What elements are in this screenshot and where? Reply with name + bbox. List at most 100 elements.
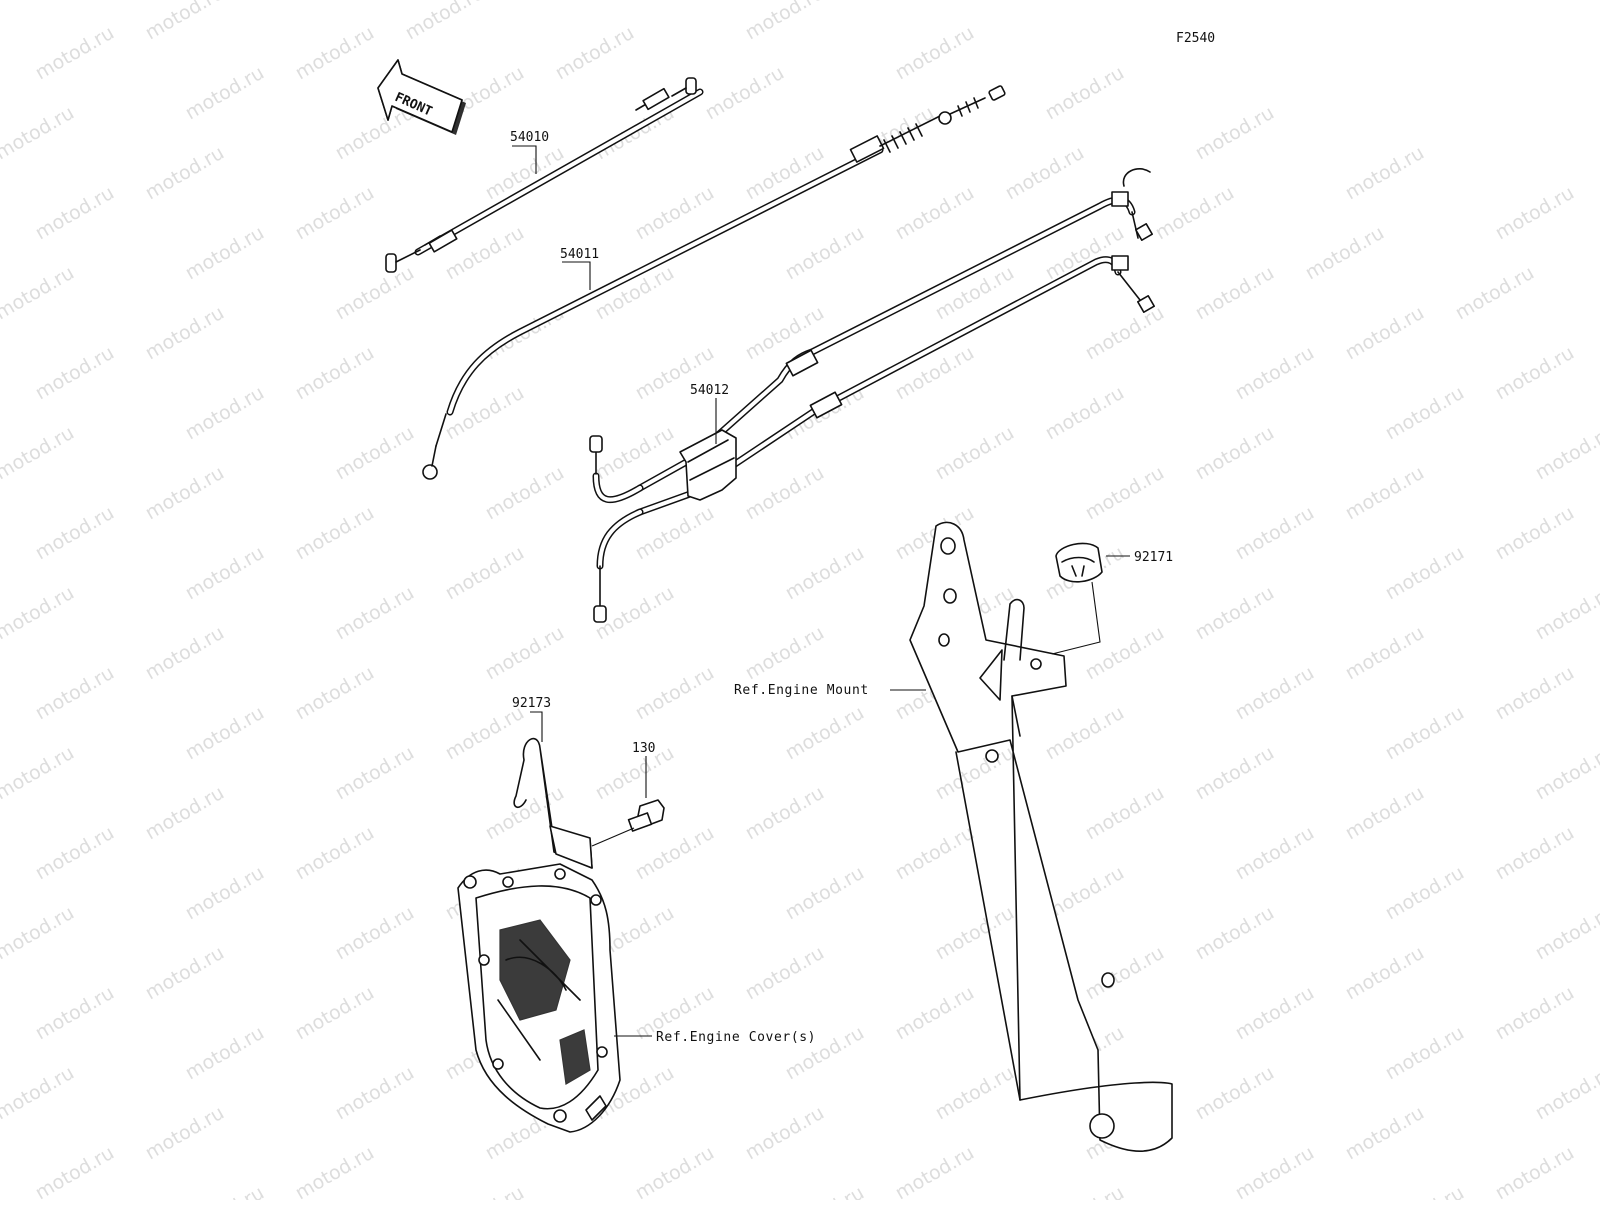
watermark-text: motod.ru: [1492, 342, 1578, 405]
watermark-text: motod.ru: [1452, 262, 1538, 325]
watermark-text: motod.ru: [182, 382, 268, 445]
callout-54010[interactable]: 54010: [510, 130, 549, 145]
watermark-text: motod.ru: [252, 0, 338, 4]
watermark-text: motod.ru: [292, 1142, 378, 1200]
watermark-text: motod.ru: [892, 1142, 978, 1200]
watermark-text: motod.ru: [632, 822, 718, 885]
watermark-text: motod.ru: [932, 422, 1018, 485]
watermark-text: motod.ru: [142, 942, 228, 1005]
engine-cover: [458, 864, 620, 1132]
watermark-text: motod.ru: [1082, 782, 1168, 845]
watermark-text: motod.ru: [742, 462, 828, 525]
watermark-text: motod.ru: [1382, 702, 1468, 765]
watermark-text: motod.ru: [1192, 102, 1278, 165]
watermark-text: motod.ru: [632, 662, 718, 725]
watermark-text: motod.ru: [1042, 382, 1128, 445]
watermark-text: motod.ru: [1492, 182, 1578, 245]
watermark-text: motod.ru: [0, 262, 78, 325]
watermark-text: motod.ru: [742, 1102, 828, 1165]
watermark-text: motod.ru: [1082, 622, 1168, 685]
watermark-text: motod.ru: [1342, 1102, 1428, 1165]
callout-54011[interactable]: 54011: [560, 247, 599, 262]
watermark-text: motod.ru: [892, 822, 978, 885]
watermark-text: motod.ru: [1192, 582, 1278, 645]
watermark-text: motod.ru: [1532, 902, 1600, 965]
watermark-text: motod.ru: [182, 1022, 268, 1085]
watermark-text: motod.ru: [742, 942, 828, 1005]
watermark-text: motod.ru: [442, 542, 528, 605]
watermark-text: motod.ru: [592, 0, 678, 4]
watermark-text: motod.ru: [1382, 1022, 1468, 1085]
watermark-text: motod.ru: [292, 182, 378, 245]
watermark-text: motod.ru: [1532, 1062, 1600, 1125]
watermark-text: motod.ru: [742, 0, 828, 44]
watermark-text: motod.ru: [1382, 542, 1468, 605]
ref-engine-covers[interactable]: Ref.Engine Cover(s): [656, 1030, 816, 1045]
watermark-text: motod.ru: [32, 342, 118, 405]
callout-92173[interactable]: 92173: [512, 696, 551, 711]
watermark-text: motod.ru: [182, 222, 268, 285]
callout-92171[interactable]: 92171: [1134, 550, 1173, 565]
watermark-text: motod.ru: [1042, 1182, 1128, 1200]
watermark-text: motod.ru: [1192, 262, 1278, 325]
watermark-text: motod.ru: [1042, 62, 1128, 125]
callout-130[interactable]: 130: [632, 741, 655, 756]
watermark-text: motod.ru: [1192, 902, 1278, 965]
watermark-text: motod.ru: [1492, 822, 1578, 885]
clamp-92171[interactable]: [1056, 543, 1102, 581]
watermark-text: motod.ru: [402, 0, 488, 44]
watermark-text: motod.ru: [0, 742, 78, 805]
watermark-text: motod.ru: [182, 1182, 268, 1200]
ref-engine-mount[interactable]: Ref.Engine Mount: [734, 683, 869, 698]
watermark-text: motod.ru: [142, 0, 228, 44]
watermark-text: motod.ru: [292, 502, 378, 565]
watermark-text: motod.ru: [1492, 1142, 1578, 1200]
watermark-text: motod.ru: [442, 1182, 528, 1200]
watermark-text: motod.ru: [1382, 1182, 1468, 1200]
watermark-text: motod.ru: [742, 302, 828, 365]
watermark-text: motod.ru: [182, 702, 268, 765]
watermark-text: motod.ru: [32, 502, 118, 565]
watermark-text: motod.ru: [782, 542, 868, 605]
watermark-text: motod.ru: [892, 22, 978, 85]
watermark-text: motod.ru: [1532, 742, 1600, 805]
watermark-text: motod.ru: [552, 22, 638, 85]
watermark-text: motod.ru: [1342, 302, 1428, 365]
bolt-130[interactable]: [629, 800, 664, 831]
watermark-text: motod.ru: [182, 862, 268, 925]
callout-54012[interactable]: 54012: [690, 383, 729, 398]
watermark-text: motod.ru: [1152, 182, 1238, 245]
watermark-text: motod.ru: [32, 182, 118, 245]
watermark-text: motod.ru: [1192, 1062, 1278, 1125]
watermark-text: motod.ru: [1232, 342, 1318, 405]
watermark-text: motod.ru: [142, 462, 228, 525]
watermark-text: motod.ru: [932, 902, 1018, 965]
watermark-text: motod.ru: [1232, 662, 1318, 725]
watermark-text: motod.ru: [742, 622, 828, 685]
watermark-text: motod.ru: [442, 702, 528, 765]
watermark-text: motod.ru: [182, 542, 268, 605]
watermark-text: motod.ru: [1232, 982, 1318, 1045]
watermark-text: motod.ru: [482, 622, 568, 685]
watermark-text: motod.ru: [892, 982, 978, 1045]
watermark-text: motod.ru: [1302, 222, 1388, 285]
watermark-text: motod.ru: [482, 462, 568, 525]
watermark-text: motod.ru: [632, 1142, 718, 1200]
watermark-text: motod.ru: [1342, 942, 1428, 1005]
watermark-text: motod.ru: [332, 262, 418, 325]
watermark-text: motod.ru: [292, 342, 378, 405]
watermark-text: motod.ru: [292, 982, 378, 1045]
watermark-text: motod.ru: [292, 22, 378, 85]
watermark-text: motod.ru: [1192, 422, 1278, 485]
watermark-text: motod.ru: [1382, 382, 1468, 445]
watermark-text: motod.ru: [1342, 142, 1428, 205]
watermark-text: motod.ru: [1532, 422, 1600, 485]
watermark-text: motod.ru: [1232, 502, 1318, 565]
watermark-text: motod.ru: [32, 22, 118, 85]
watermark-text: motod.ru: [332, 742, 418, 805]
watermark-text: motod.ru: [1232, 822, 1318, 885]
watermark-text: motod.ru: [32, 982, 118, 1045]
watermark-text: motod.ru: [32, 822, 118, 885]
watermark-text: motod.ru: [1492, 662, 1578, 725]
watermark-text: motod.ru: [1232, 1142, 1318, 1200]
